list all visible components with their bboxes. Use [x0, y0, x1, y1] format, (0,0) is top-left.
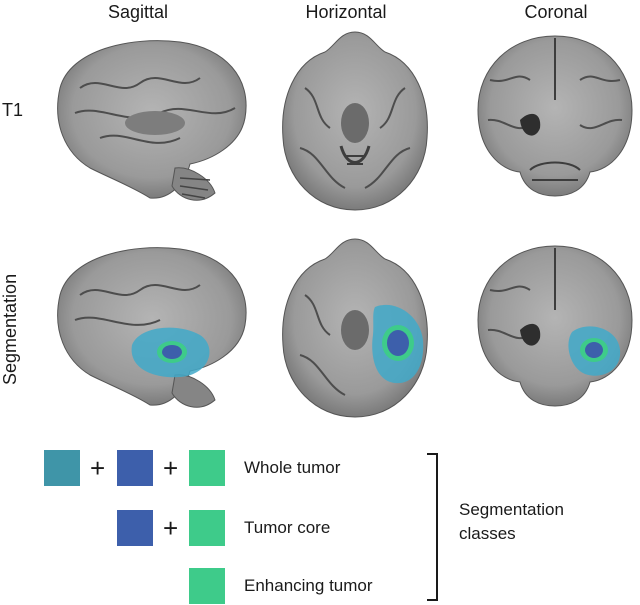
- horizontal-core: [387, 330, 409, 356]
- swatch-enhancing-tumor: [189, 510, 225, 546]
- column-title-sagittal: Sagittal: [107, 2, 169, 22]
- swatch-whole-tumor: [44, 450, 80, 486]
- plus-sign: +: [163, 453, 179, 483]
- sagittal-core: [162, 345, 182, 359]
- coronal-core: [585, 342, 603, 358]
- segmentation-classes-line2: classes: [459, 524, 516, 543]
- column-title-horizontal: Horizontal: [305, 2, 387, 22]
- plus-sign: +: [90, 453, 106, 483]
- coronal-segmentation-image: [477, 245, 633, 407]
- legend-label-tumor-core: Tumor core: [244, 518, 331, 537]
- swatch-tumor-core: [117, 510, 153, 546]
- sagittal-segmentation-image: [57, 247, 247, 408]
- horizontal-t1-image: [282, 31, 428, 211]
- legend-label-enhancing-tumor: Enhancing tumor: [244, 576, 373, 595]
- swatch-enhancing-tumor: [189, 450, 225, 486]
- segmentation-classes-label: Segmentation classes: [459, 498, 564, 546]
- row-label-t1: T1: [2, 100, 24, 120]
- legend-bracket: [427, 453, 438, 601]
- coronal-t1-image: [477, 35, 633, 197]
- row-label-segmentation: Segmentation: [0, 273, 20, 385]
- legend-label-whole-tumor: Whole tumor: [244, 458, 341, 477]
- swatch-enhancing-tumor: [189, 568, 225, 604]
- column-title-coronal: Coronal: [524, 2, 588, 22]
- segmentation-classes-line1: Segmentation: [459, 500, 564, 519]
- sagittal-t1-image: [57, 40, 247, 201]
- swatch-tumor-core: [117, 450, 153, 486]
- plus-sign: +: [163, 513, 179, 543]
- horizontal-segmentation-image: [282, 238, 428, 418]
